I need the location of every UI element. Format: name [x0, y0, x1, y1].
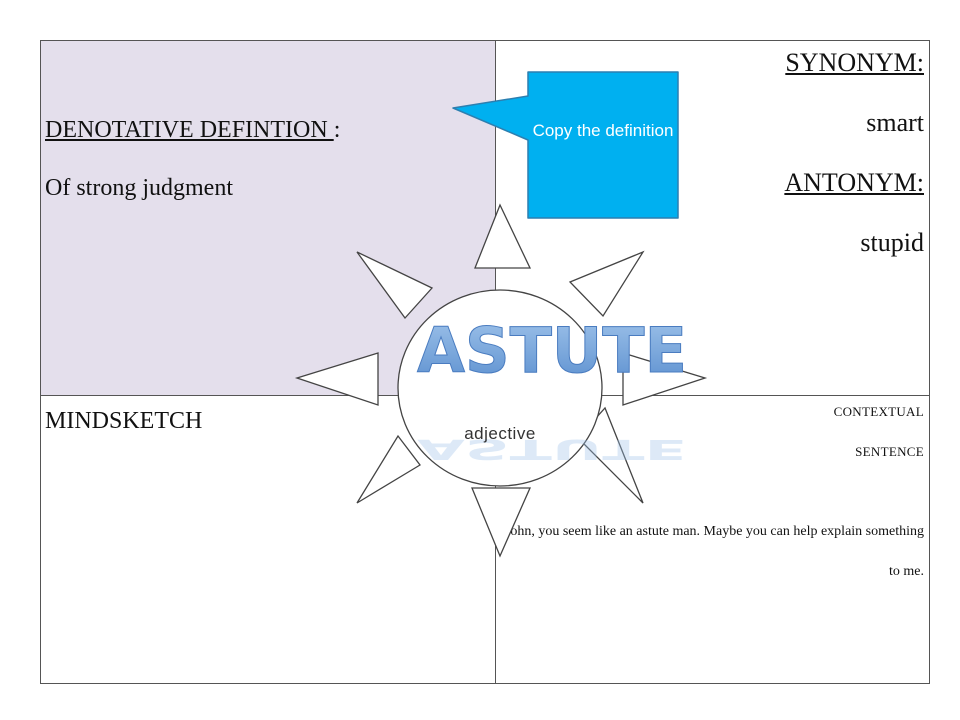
synonym-label: SYNONYM: — [785, 48, 924, 77]
center-circle — [397, 289, 603, 487]
ray-left — [294, 352, 379, 406]
center-word-graphic: ASTUTE ASTUTE — [417, 314, 688, 466]
synonym-value: smart — [866, 108, 924, 137]
ray-top-right — [568, 250, 645, 318]
center-word: ASTUTE — [417, 314, 687, 387]
mindsketch-label: MINDSKETCH — [45, 408, 203, 434]
ray-bottom-left — [356, 434, 421, 504]
center-word-reflection: ASTUTE — [417, 433, 687, 465]
antonym-value: stupid — [860, 228, 924, 257]
antonym-label: ANTONYM: — [784, 168, 924, 197]
contextual-label: CONTEXTUAL — [833, 404, 924, 419]
ray-right — [622, 352, 708, 406]
ray-top — [474, 203, 532, 269]
denotative-heading-colon: : — [333, 117, 341, 143]
denotative-definition-heading: DENOTATIVE DEFINTION : — [45, 117, 340, 144]
callout-text: Copy the definition — [532, 121, 674, 140]
sentence-label: SENTENCE — [855, 444, 924, 459]
contextual-sentence: John, you seem like an astute man. Maybe… — [504, 524, 924, 579]
denotative-heading-text: DENOTATIVE DEFINTION — [45, 117, 334, 143]
part-of-speech-label: adjective — [464, 424, 536, 443]
ray-top-left — [356, 251, 434, 320]
definition-text: Of strong judgment — [45, 175, 233, 201]
ray-bottom — [471, 487, 531, 558]
